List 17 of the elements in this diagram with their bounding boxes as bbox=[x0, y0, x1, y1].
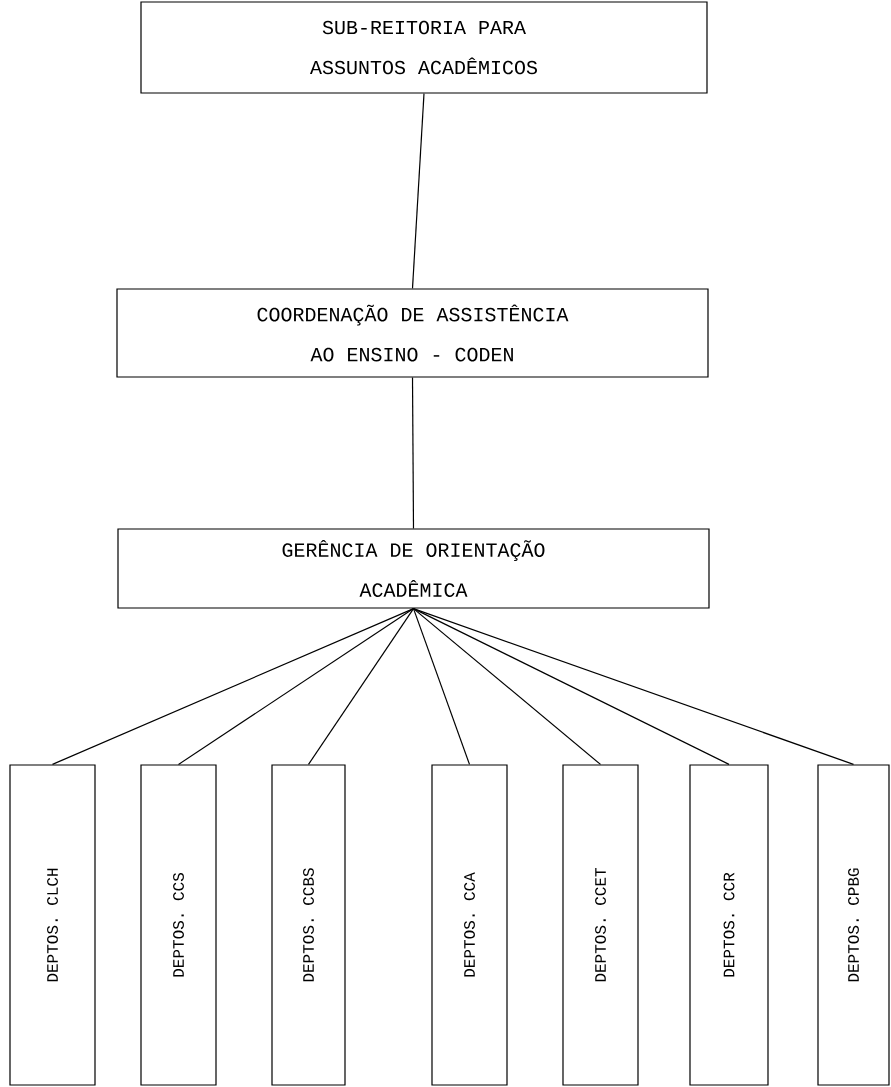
department-box: DEPTOS. CCET bbox=[562, 764, 639, 1086]
org-box: GERÊNCIA DE ORIENTAÇÃO ACADÊMICA bbox=[117, 528, 710, 609]
department-box: DEPTOS. CLCH bbox=[9, 764, 96, 1086]
department-box: DEPTOS. CCS bbox=[140, 764, 217, 1086]
department-box: DEPTOS. CCA bbox=[431, 764, 508, 1086]
org-box: SUB-REITORIA PARA ASSUNTOS ACADÊMICOS bbox=[140, 1, 708, 94]
connector-line bbox=[177, 608, 415, 765]
department-box: DEPTOS. CCR bbox=[689, 764, 769, 1086]
department-box: DEPTOS. CPBG bbox=[817, 764, 890, 1086]
connector-line bbox=[411, 93, 425, 289]
department-box: DEPTOS. CCBS bbox=[271, 764, 346, 1086]
connector-line bbox=[307, 608, 415, 765]
org-box: COORDENAÇÃO DE ASSISTÊNCIA AO ENSINO - CODEN bbox=[116, 288, 709, 378]
connector-line bbox=[412, 608, 471, 765]
connector-line bbox=[412, 608, 855, 765]
connector-line bbox=[412, 608, 602, 765]
connector-line bbox=[411, 377, 415, 529]
